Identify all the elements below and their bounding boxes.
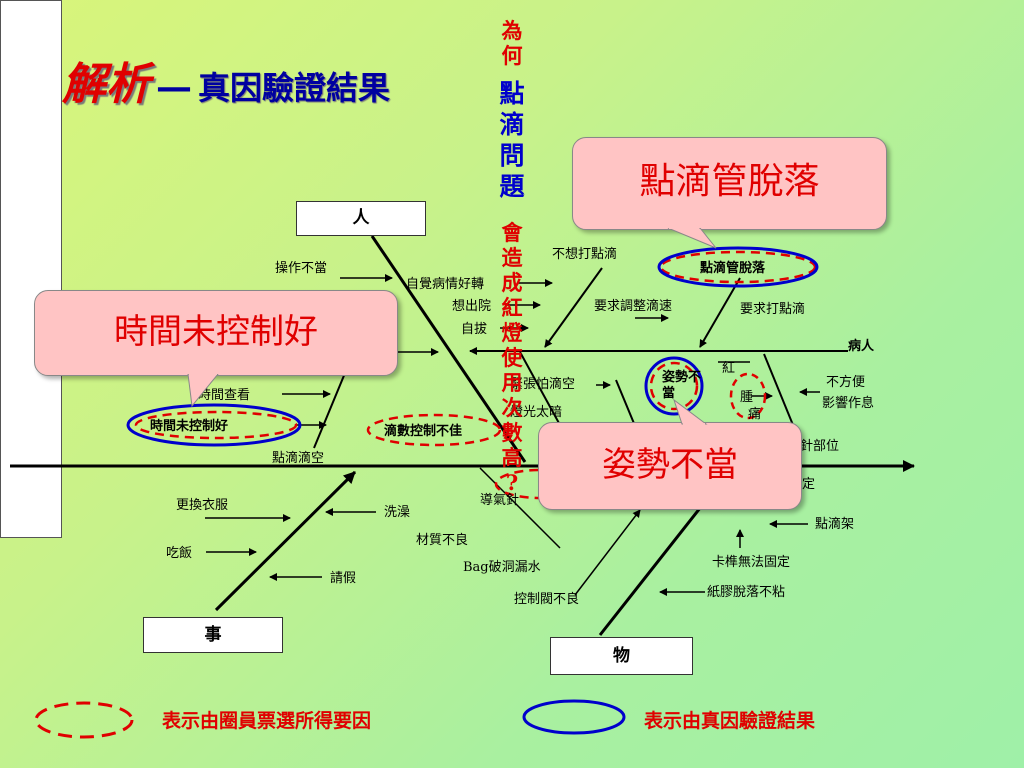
callout-posture-text: 姿勢不當 [602,445,738,485]
label-req-drip: 要求打點滴 [740,301,805,317]
side-char: ? [505,470,519,495]
label-posture-small-b: 當 [662,385,675,401]
side-char: 紅 [501,295,523,320]
label-self-pull: 自拔 [461,322,487,337]
label-drip-count: 滴數控制不佳 [384,423,462,439]
callout-time-ctrl: 時間未控制好 [34,290,398,376]
callout-tube-off-tail [667,228,717,249]
side-question-pre: 為 何 [0,18,1024,68]
label-tape: 紙膠脫落不粘 [707,585,785,600]
side-char: 成 [501,270,523,295]
label-light-dark: 燈光太暗 [510,405,562,420]
label-eat: 吃飯 [166,545,192,561]
side-question-box: 為 何 點 滴 問 題 會 造 成 紅 燈 使 用 次 數 高 ? [0,0,525,538]
side-char: 燈 [501,320,523,345]
bone-person [370,235,527,463]
label-material: 材質不良 [416,532,468,548]
side-char: 點 [499,79,525,108]
page-title: 解析—真因驗證結果 [62,48,390,112]
voted-oval-swelling [729,372,767,420]
callout-tube-off-text: 點滴管脫落 [639,161,820,202]
callout-posture: 姿勢不當 [538,422,802,510]
legend-dashed-oval [34,701,134,739]
label-self-feel: 自覺病情好轉 [406,277,484,292]
side-char: 數 [501,420,523,445]
callout-posture-tail [673,398,708,425]
label-posture-small-a: 姿勢不 [662,369,701,385]
side-char: 題 [499,172,525,201]
bone-nervous [519,351,561,426]
side-char: 何 [501,43,523,68]
label-red: 紅 [722,361,735,376]
label-bag-leak: Bag破洞漏水 [463,559,541,575]
verified-oval-posture [644,356,704,416]
title-main: 解析 [62,59,150,110]
side-char: 造 [501,245,523,270]
voted-oval-posture [649,361,699,411]
label-bath: 洗澡 [384,505,410,520]
label-req-adjust: 要求調整滴速 [594,298,672,314]
label-operation: 操作不當 [275,260,327,276]
callout-time-ctrl-tail [187,374,219,408]
label-drip-empty: 點滴滴空 [272,450,324,466]
side-question-post: 會 造 成 紅 燈 使 用 次 數 高 ? [0,220,1024,495]
side-char: 使 [501,345,523,370]
voted-oval-tube-off [659,250,817,284]
label-swelling: 腫 [740,389,753,405]
bone-matter [214,470,357,612]
side-question-key: 點 滴 問 題 [0,78,1024,202]
label-want-discharge: 想出院 [452,298,491,314]
side-char: 為 [501,18,523,43]
side-char: 高 [501,445,523,470]
label-nervous: 緊張怕滴空 [510,376,575,392]
legend-solid-oval [522,699,626,735]
label-change-clothes: 更換衣服 [176,497,228,513]
verified-oval-tube-off [657,246,819,288]
label-affect-rest: 影響作息 [822,395,874,411]
label-guide-needle: 導氣針 [480,493,519,508]
label-valve: 控制閥不良 [514,591,579,607]
label-tube-off-small: 點滴管脫落 [700,260,766,276]
label-clip: 卡榫無法固定 [712,555,790,570]
legend-voted-text: 表示由圈員票選所得要因 [162,710,372,732]
label-patient: 病人 [848,338,875,354]
bone-guide-needle [479,467,561,549]
bone-req-drip [699,277,741,348]
category-matter-box: 事 [143,617,283,653]
bone-redswell [763,353,794,426]
label-fix: 定 [802,477,815,492]
side-char: 會 [501,220,523,245]
category-person-box: 人 [296,201,426,236]
callout-time-ctrl-text: 時間未控制好 [114,312,318,352]
legend-verified-text: 表示由真因驗證結果 [644,710,816,732]
label-pain: 痛 [748,406,761,422]
side-char: 問 [499,141,525,170]
label-site: 針部位 [800,439,839,454]
bone-valve [574,509,641,596]
label-time-ctrl-small: 時間未控制好 [150,418,228,434]
label-inconvenient: 不方便 [826,374,865,390]
label-no-drip: 不想打點滴 [552,246,617,262]
side-char: 次 [501,395,523,420]
side-char: 用 [501,370,523,395]
label-check-time: 時間查看 [198,387,250,403]
category-thing-box: 物 [550,637,693,675]
voted-oval-drip-count [366,413,502,447]
title-sub: 真因驗證結果 [198,69,391,107]
label-leave: 請假 [330,571,356,586]
callout-tube-off: 點滴管脫落 [572,137,887,230]
side-char: 滴 [499,110,525,139]
verified-oval-time-ctrl [126,403,302,447]
bone-no-drip [544,267,603,348]
title-dash: — [156,66,192,108]
label-drip-stand: 點滴架 [815,516,854,532]
voted-oval-time-ctrl [134,410,298,440]
